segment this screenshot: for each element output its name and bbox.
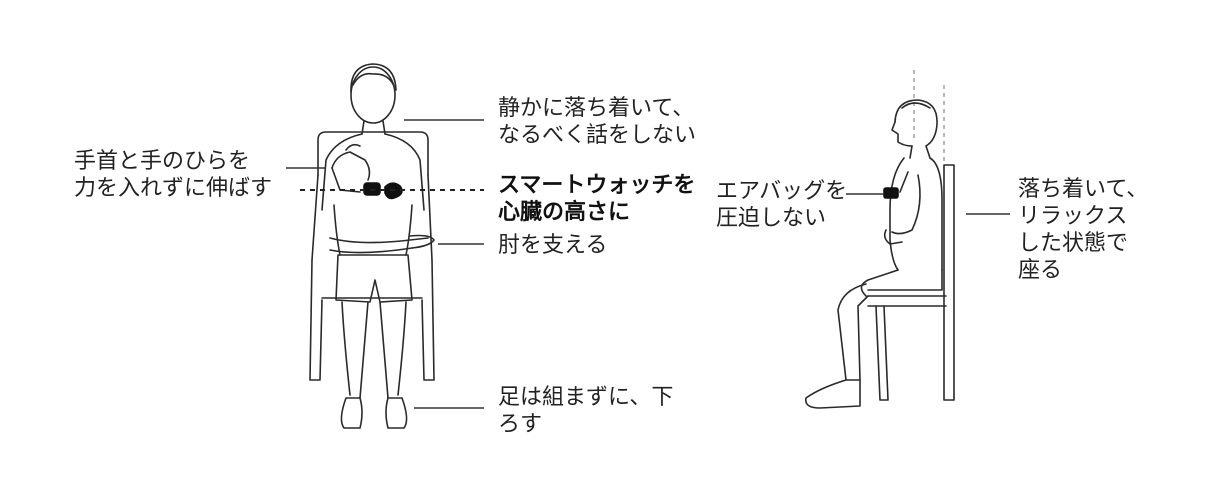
label-airbag-line2: 圧迫しない	[716, 206, 827, 231]
label-relax: 落ち着いて、 リラックス した状態で 座る	[1018, 176, 1148, 284]
label-support-elbow: 肘を支える	[498, 232, 607, 259]
label-heart-level: スマートウォッチを 心臓の高さに	[498, 172, 695, 226]
label-stay-calm-line1: 静かに落ち着いて、	[498, 96, 695, 121]
label-legs-line2: ろす	[498, 412, 543, 437]
label-stay-calm: 静かに落ち着いて、 なるべく話をしない	[498, 95, 696, 149]
label-wrist-palm-line2: 力を入れずに伸ばす	[74, 176, 273, 201]
label-airbag: エアバッグを 圧迫しない	[716, 178, 847, 232]
front-seated-person-illustration	[309, 63, 435, 429]
label-wrist-palm-line1: 手首と手のひらを	[74, 149, 251, 174]
label-stay-calm-line2: なるべく話をしない	[498, 123, 697, 148]
label-wrist-palm: 手首と手のひらを 力を入れずに伸ばす	[74, 148, 272, 202]
label-airbag-line1: エアバッグを	[716, 179, 848, 204]
label-support-elbow-line1: 肘を支える	[498, 233, 608, 258]
label-relax-line4: 座る	[1018, 258, 1063, 283]
label-relax-line3: した状態で	[1018, 231, 1129, 256]
label-heart-level-line1: スマートウォッチを	[498, 173, 696, 198]
side-seated-person-illustration	[804, 99, 955, 409]
label-legs: 足は組まずに、下 ろす	[498, 384, 673, 438]
label-relax-line1: 落ち着いて、	[1018, 177, 1149, 202]
label-heart-level-line2: 心臓の高さに	[498, 200, 631, 225]
label-legs-line1: 足は組まずに、下	[498, 385, 674, 410]
label-relax-line2: リラックス	[1018, 204, 1128, 229]
